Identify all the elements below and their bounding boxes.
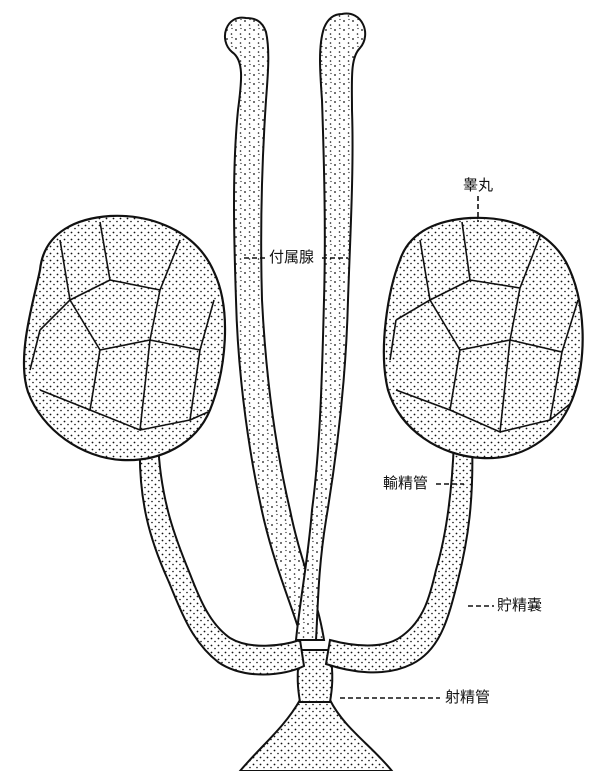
label-accessory-gland: 付属腺	[268, 248, 315, 266]
label-vas-deferens: 輸精管	[382, 474, 429, 492]
label-testis: 睾丸	[462, 176, 494, 194]
label-ejaculatory-duct: 射精管	[444, 688, 491, 706]
base-body	[240, 693, 392, 772]
testis-right	[384, 218, 583, 458]
testis-left	[24, 216, 225, 460]
label-seminal-vesicle: 貯精嚢	[496, 596, 543, 614]
accessory-gland-right	[296, 14, 365, 640]
